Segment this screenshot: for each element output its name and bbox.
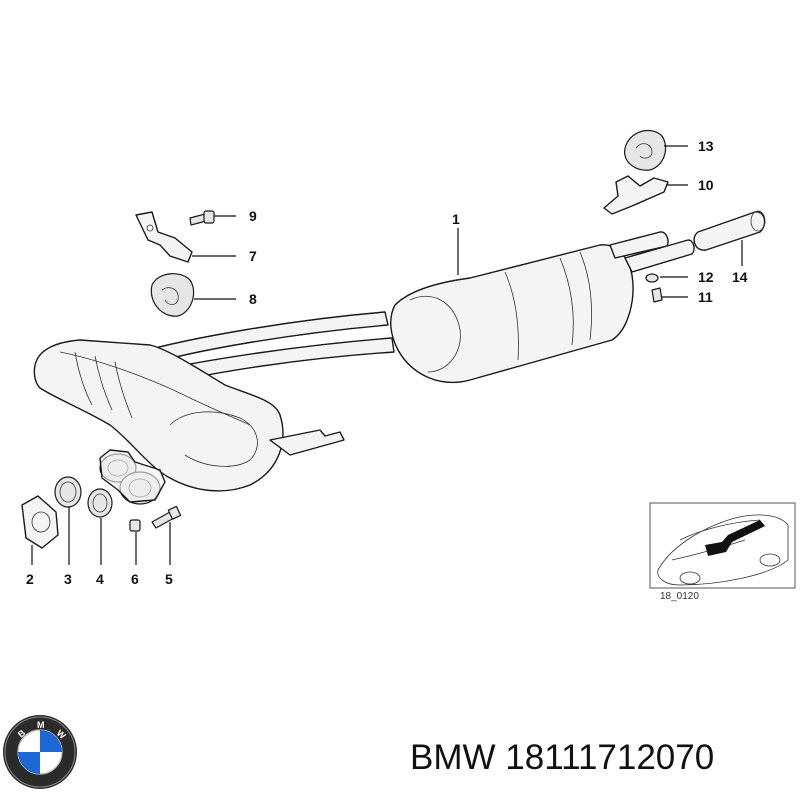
part-10-bracket: [603, 175, 669, 215]
tailpipe-flange: [99, 449, 166, 503]
callout-4: 4: [96, 571, 104, 587]
callout-12: 12: [698, 269, 714, 285]
rear-silencer-curve: [169, 411, 258, 467]
callout-3: 3: [64, 571, 72, 587]
part-5-bolt-head: [167, 505, 182, 520]
inset-ref-label: 18_0120: [660, 591, 699, 602]
middle-silencer-end: [409, 295, 461, 373]
part-4-ring-inner: [92, 493, 108, 513]
rear-hanger: [269, 429, 345, 456]
part-13-rubber-ring-slot: [635, 143, 653, 159]
rear-silencer-rib-3: [114, 361, 133, 419]
rear-silencer: [33, 339, 284, 492]
part-2-gasket-hole: [31, 511, 51, 533]
logo-letter-b: B: [16, 727, 28, 739]
middle-silencer-band-3: [579, 251, 592, 341]
part-13-rubber-ring: [624, 129, 667, 171]
part-caption: BMW 18111712070: [410, 738, 790, 788]
middle-silencer: [390, 244, 634, 384]
middle-silencer-band-2: [559, 257, 574, 346]
callout-13: 13: [698, 138, 714, 154]
part-4-ring: [87, 488, 113, 518]
part-7-bracket-hole: [146, 224, 154, 232]
part-14-sleeve-end: [750, 210, 766, 232]
brand-name: BMW: [410, 738, 496, 777]
callout-9: 9: [249, 208, 257, 224]
part-3-ring-inner: [59, 481, 77, 503]
part-7-bracket: [135, 211, 193, 263]
callout-5: 5: [165, 571, 173, 587]
part-8-rubber-mount: [150, 273, 195, 317]
bmw-logo: B M W: [3, 715, 77, 789]
middle-silencer-band-1: [504, 271, 519, 361]
rear-silencer-rib-2: [94, 355, 113, 411]
part-9-bolt-head: [203, 210, 215, 224]
part-number: 18111712070: [505, 738, 715, 777]
rear-silencer-seam: [59, 351, 251, 426]
callout-7: 7: [249, 248, 257, 264]
part-14-sleeve: [693, 211, 766, 251]
part-8-rubber-mount-slot: [161, 287, 179, 305]
inset-car-thumbnail: 18_0120: [649, 502, 796, 602]
part-3-ring: [54, 476, 82, 508]
callout-2: 2: [26, 571, 34, 587]
callout-11: 11: [698, 289, 713, 305]
callout-14: 14: [732, 269, 748, 285]
part-6-nut: [129, 519, 141, 532]
part-12-washer: [645, 273, 659, 283]
callout-10: 10: [698, 177, 714, 193]
center-pipe-upper: [139, 311, 389, 366]
inlet-pipe-lower: [624, 239, 695, 273]
part-11-bolt: [651, 287, 663, 303]
callout-8: 8: [249, 291, 257, 307]
callout-6: 6: [131, 571, 139, 587]
part-2-gasket: [21, 495, 59, 549]
logo-letter-m: M: [37, 720, 45, 730]
callout-1: 1: [452, 211, 460, 227]
rear-silencer-rib-1: [74, 351, 93, 406]
